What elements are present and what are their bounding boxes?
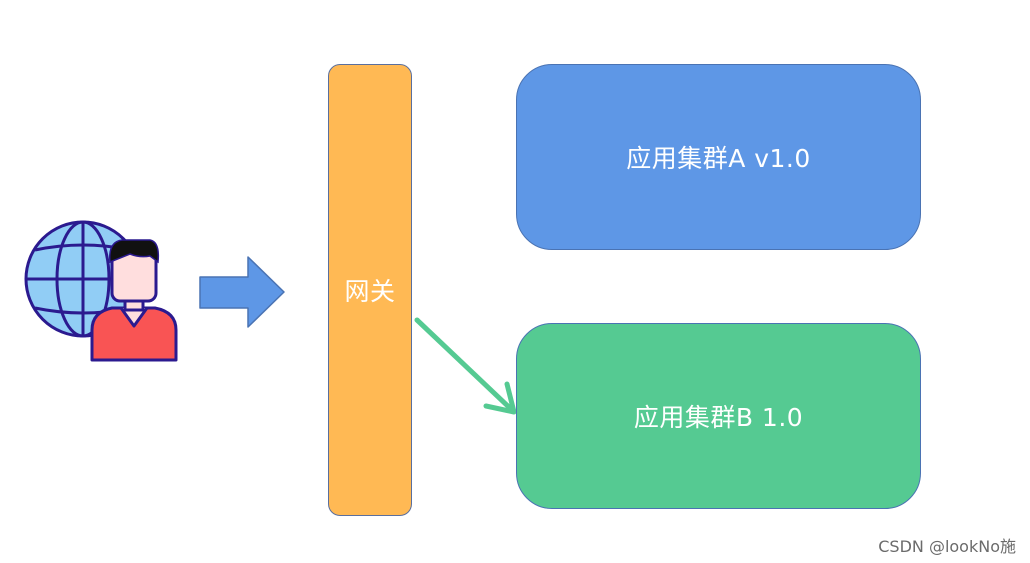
arrow-gateway-to-cluster-b (414, 317, 517, 415)
cluster-b-box: 应用集群B 1.0 (516, 323, 921, 509)
cluster-a-label: 应用集群A v1.0 (626, 144, 811, 173)
globe-user-icon (24, 220, 178, 362)
arrow-user-to-gateway (199, 256, 285, 328)
person-icon (90, 239, 178, 362)
cluster-a-box: 应用集群A v1.0 (516, 64, 921, 250)
cluster-b-label: 应用集群B 1.0 (633, 403, 804, 432)
gateway-label: 网关 (344, 277, 396, 306)
gateway-box: 网关 (328, 64, 412, 516)
watermark: CSDN @lookNo施 (878, 537, 1016, 556)
